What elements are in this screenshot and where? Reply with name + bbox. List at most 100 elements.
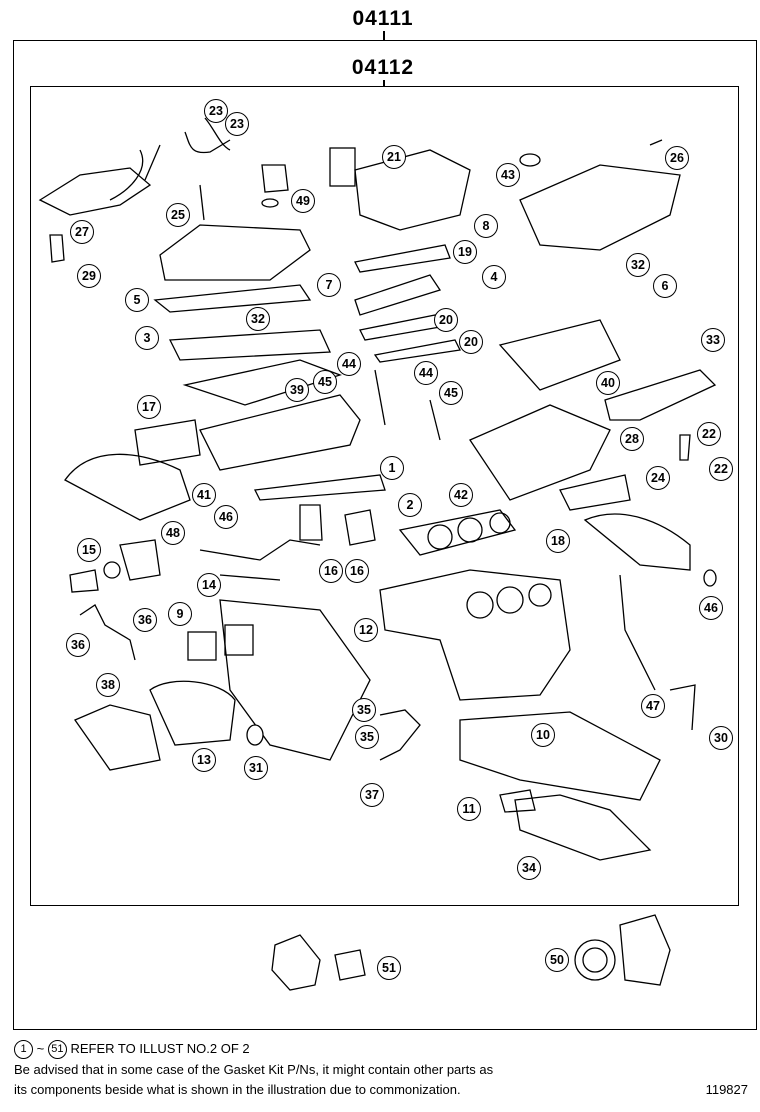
part-callout-22: 22 [697,422,721,446]
part-callout-9: 9 [168,602,192,626]
o-ring-15 [103,561,121,579]
footer-note-line2: its components beside what is shown in t… [14,1082,461,1097]
part-callout-36: 36 [66,633,90,657]
part-callout-36: 36 [133,608,157,632]
seal-31 [246,724,264,746]
refer-text: REFER TO ILLUST NO.2 OF 2 [70,1041,250,1056]
part-callout-6: 6 [653,274,677,298]
part-callout-28: 28 [620,427,644,451]
head-cover-gasket-left [153,284,312,313]
part-callout-39: 39 [285,378,309,402]
cylinder-block [379,569,571,701]
manifold-gasket-19 [354,244,451,273]
part-callout-7: 7 [317,273,341,297]
part-callout-44: 44 [414,361,438,385]
bore-2 [457,517,483,543]
part-callout-21: 21 [382,145,406,169]
wiring-harness [109,144,161,201]
bore-c [528,583,552,607]
oil-pan-lower [514,794,652,861]
head-gasket-left [254,474,386,501]
part-callout-11: 11 [457,797,481,821]
part-callout-26: 26 [665,146,689,170]
part-callout-47: 47 [641,694,665,718]
intake-manifold [354,149,471,231]
part-callout-45: 45 [313,370,337,394]
part-callout-49: 49 [291,189,315,213]
injector-right [679,434,691,461]
injector-left [49,234,65,263]
part-callout-17: 17 [137,395,161,419]
part-callout-50: 50 [545,948,569,972]
valve-right [429,399,441,441]
part-callout-41: 41 [192,483,216,507]
dipstick-guide [619,574,656,691]
bore-b [496,586,524,614]
part-callout-29: 29 [77,264,101,288]
cylinder-head-cover-left [159,224,311,281]
dipstick [669,684,696,731]
water-pump [74,704,161,771]
throttle-body [329,147,356,187]
oil-pipe-35 [379,709,421,761]
part-callout-19: 19 [453,240,477,264]
part-callout-30: 30 [709,726,733,750]
oil-strainer [499,789,536,813]
part-callout-43: 43 [496,163,520,187]
bore-1 [427,524,453,550]
part-callout-48: 48 [161,521,185,545]
footer-refer-line: 1 ~ 51 REFER TO ILLUST NO.2 OF 2 [14,1040,250,1060]
boot-51 [271,934,321,991]
exhaust-manifold-left [64,453,191,521]
water-pump-gasket [149,680,236,746]
part-callout-27: 27 [70,220,94,244]
head-gasket-right [398,509,517,556]
oil-pipe [79,604,136,661]
part-callout-46: 46 [214,505,238,529]
gasket-9-b [224,624,254,656]
manifold-gasket-20b [373,339,461,363]
part-callout-33: 33 [701,328,725,352]
manifold-gasket-20a [359,314,441,341]
part-callout-32: 32 [246,307,270,331]
part-callout-42: 42 [449,483,473,507]
rear-cover [619,914,671,986]
camshaft-housing-right [498,319,621,391]
range-tilde: ~ [36,1041,45,1056]
part-callout-40: 40 [596,371,620,395]
part-callout-35: 35 [355,725,379,749]
assembly-code-inner: 04112 [351,56,415,79]
oil-seal-50 [574,939,616,981]
bore-a [466,591,494,619]
part-callout-4: 4 [482,265,506,289]
bracket-parts [299,504,376,546]
valve-left [374,369,386,426]
cylinder-head-left [199,394,361,471]
bore-3 [489,512,511,534]
gasket-9-a [187,631,217,661]
range-end-marker: 51 [47,1040,67,1060]
part-callout-22: 22 [709,457,733,481]
seal-46 [703,569,717,587]
fuel-rail-right [604,369,717,421]
inner-frame [30,86,739,906]
hose [184,117,231,154]
water-outlet [119,539,161,581]
part-callout-1: 1 [380,456,404,480]
plug-tube-gaskets [168,329,331,361]
part-callout-16: 16 [319,559,343,583]
bolt-26 [649,139,663,146]
range-start-marker: 1 [14,1040,33,1060]
cylinder-head-right [469,404,611,501]
part-callout-18: 18 [546,529,570,553]
outer-frame [13,40,757,1030]
part-callout-13: 13 [192,748,216,772]
timing-cover [219,599,371,761]
part-callout-10: 10 [531,723,555,747]
oil-pan-upper [459,711,661,801]
part-callout-34: 34 [517,856,541,880]
exhaust-gasket-17 [134,419,201,466]
part-callout-14: 14 [197,573,221,597]
part-callout-32: 32 [626,253,650,277]
